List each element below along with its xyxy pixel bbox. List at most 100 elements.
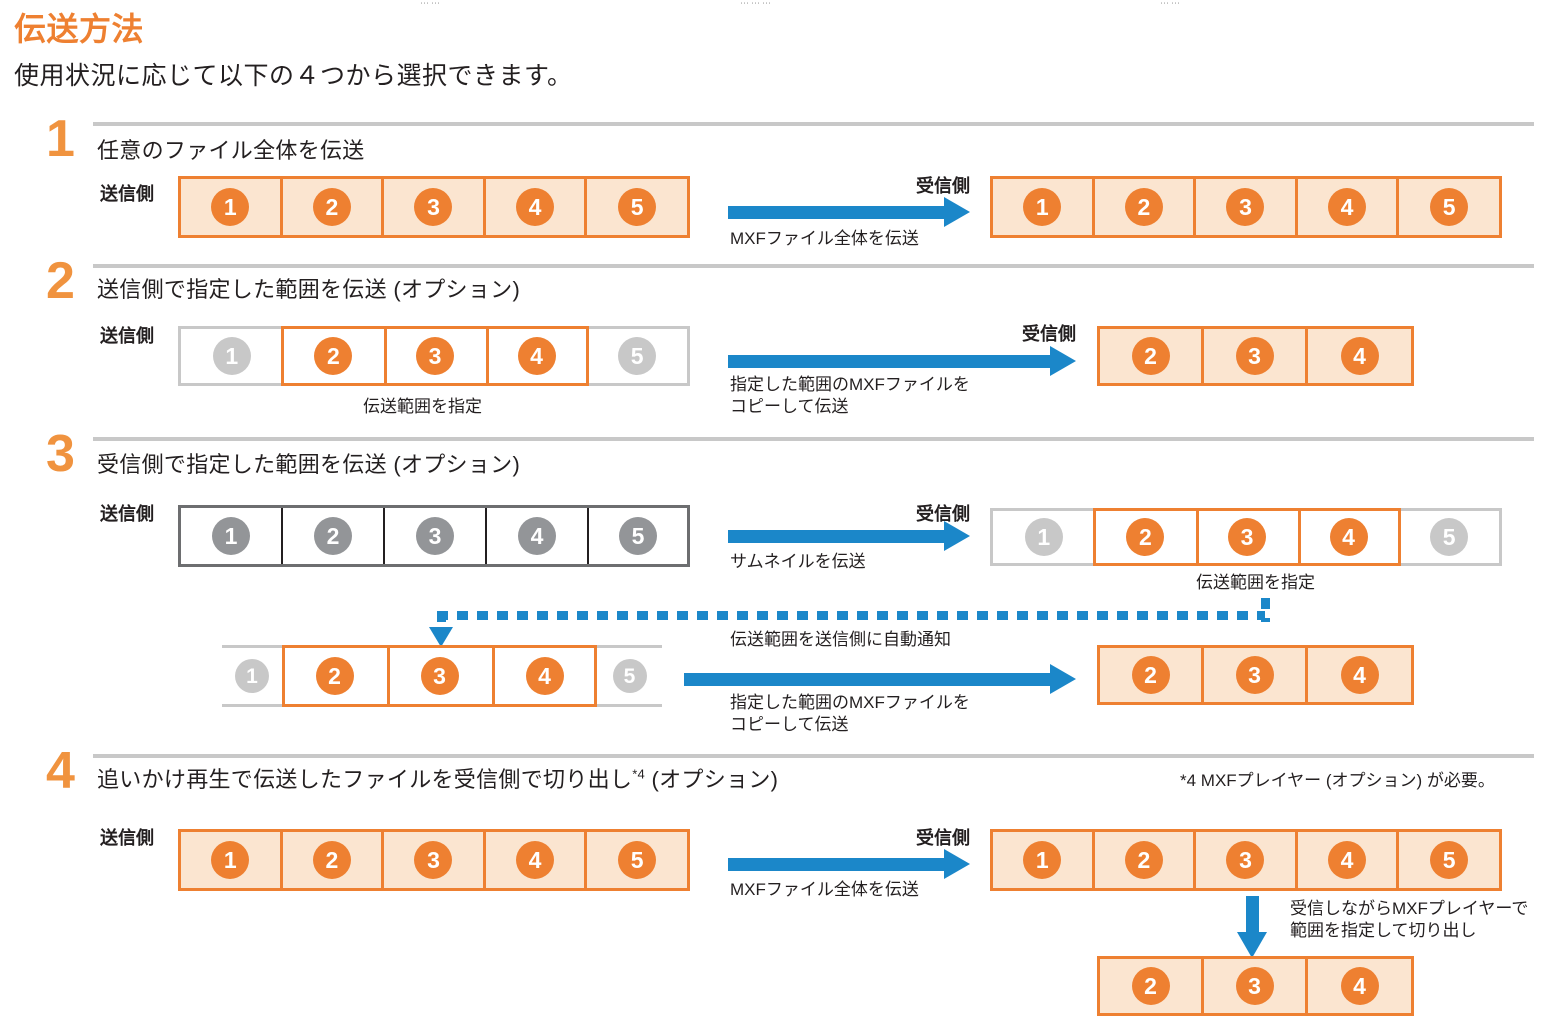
step-3-divider (93, 437, 1534, 441)
strip-cell: 1 (181, 179, 283, 235)
cell-badge: 3 (1235, 656, 1274, 694)
cell-badge: 1 (212, 517, 250, 555)
feedback-dotted-horizontal (437, 611, 1265, 620)
step-2-title: 送信側で指定した範囲を伝送 (オプション) (97, 277, 521, 302)
strip-cell: 1 (181, 508, 283, 564)
strip-cell: 4 (485, 832, 588, 888)
strip-cell: 1 (993, 832, 1095, 888)
cell-badge: 5 (618, 188, 657, 226)
strip-cell: 3 (1204, 329, 1308, 383)
strip-cell: 2 (1100, 959, 1204, 1013)
cell-badge: 4 (1328, 841, 1367, 879)
strip-cell: 5 (1399, 511, 1499, 563)
cell-badge: 4 (1340, 967, 1379, 1005)
strip-cell: 2 (283, 508, 385, 564)
cell-badge: 4 (1340, 337, 1379, 375)
strip-cell: 2 (1100, 648, 1204, 702)
step-3-arrow-caption: サムネイルを伝送 (730, 552, 866, 571)
step-3-sender-strip: 1 2 3 4 5 (178, 505, 690, 567)
strip-cell: 3 (1196, 179, 1298, 235)
strip-cell: 5 (1399, 832, 1499, 888)
step-1-divider (93, 122, 1534, 126)
cell-badge: 3 (1226, 841, 1265, 879)
cell-badge: 1 (1023, 188, 1062, 226)
strip-cell: 2 (1094, 832, 1197, 888)
step-4-divider (93, 754, 1534, 758)
strip-cell: 3 (1196, 832, 1298, 888)
cell-badge: 2 (1126, 518, 1165, 556)
cell-badge: 5 (1430, 188, 1469, 226)
step-3-receiver-strip: 1 2 3 4 5 (990, 508, 1502, 566)
cell-badge: 2 (312, 841, 351, 879)
cell-badge: 3 (414, 188, 453, 226)
strip-cell: 2 (282, 329, 385, 383)
strip-cell: 3 (384, 832, 486, 888)
step-3-row2-badge-3: 3 (387, 645, 492, 707)
strip-cell: 4 (487, 508, 589, 564)
step-3-notify-caption: 伝送範囲を送信側に自動通知 (730, 630, 951, 649)
cell-badge: 4 (1329, 518, 1368, 556)
step-2-receiver-strip: 2 3 4 (1097, 326, 1414, 386)
strip-cell: 3 (1204, 648, 1308, 702)
strip-cell: 1 (993, 179, 1095, 235)
step-1-receiver-label: 受信側 (916, 176, 970, 196)
cell-badge: 2 (314, 517, 352, 555)
step-2-sender-label: 送信側 (100, 326, 154, 346)
cell-badge: 4 (516, 841, 555, 879)
step-3-receiver-label: 受信側 (916, 504, 970, 524)
feedback-dotted-vertical-left (437, 611, 446, 631)
strip-cell: 5 (587, 832, 687, 888)
step-2-divider (93, 264, 1534, 268)
cell-badge: 5 (618, 337, 657, 375)
step-3-row2-badge-4: 4 (492, 645, 597, 707)
cell-badge: 3 (1227, 518, 1266, 556)
page-title: 伝送方法 (14, 11, 145, 47)
strip-cell: 1 (993, 511, 1095, 563)
cell-badge: 1 (211, 841, 250, 879)
strip-cell: 2 (282, 832, 385, 888)
step-2-number: 2 (46, 252, 75, 310)
cell-badge: 3 (1235, 337, 1274, 375)
cell-badge: 4 (525, 657, 564, 695)
strip-cell: 2 (1094, 179, 1197, 235)
strip-cell: 5 (1399, 179, 1499, 235)
cell-badge: 2 (1131, 967, 1170, 1005)
strip-cell: 5 (597, 648, 662, 704)
cell-badge: 3 (415, 337, 454, 375)
cell-badge: 2 (314, 337, 353, 375)
step-2-receiver-label: 受信側 (1022, 324, 1076, 344)
cell-badge: 2 (1124, 188, 1163, 226)
strip-cell: 4 (485, 179, 588, 235)
cell-badge: 4 (517, 337, 556, 375)
cell-badge: 3 (1235, 967, 1274, 1005)
strip-cell: 4 (1297, 179, 1400, 235)
strip-cell: 3 (384, 329, 486, 383)
cell-badge: 3 (414, 841, 453, 879)
step-1-number: 1 (46, 110, 75, 168)
feedback-dotted-vertical-right (1261, 598, 1270, 622)
step-3-sender-label: 送信側 (100, 504, 154, 524)
strip-cell: 4 (1297, 832, 1400, 888)
strip-cell: 1 (181, 329, 283, 383)
step-4-receiver-strip: 1 2 3 4 5 (990, 829, 1502, 891)
strip-cell: 1 (222, 648, 282, 704)
strip-cell: 4 (1308, 329, 1411, 383)
strip-cell: 4 (1297, 511, 1400, 563)
step-1-receiver-strip: 1 2 3 4 5 (990, 176, 1502, 238)
strip-cell: 4 (1308, 648, 1411, 702)
cropped-header-remnant-2: ⋯⋯⋯ (740, 0, 773, 8)
cell-badge: 2 (1131, 337, 1170, 375)
step-2-sender-strip: 1 2 3 4 5 (178, 326, 690, 386)
step-4-title-main: 追いかけ再生で伝送したファイルを受信側で切り出し (97, 767, 633, 792)
cell-badge: 5 (619, 517, 657, 555)
cell-badge: 4 (1340, 656, 1379, 694)
step-1-title: 任意のファイル全体を伝送 (97, 138, 365, 163)
strip-cell: 4 (1308, 959, 1411, 1013)
cell-badge: 5 (612, 659, 647, 693)
step-1-sender-label: 送信側 (100, 184, 154, 204)
cell-badge: 5 (618, 841, 657, 879)
cell-badge: 1 (1023, 841, 1062, 879)
strip-cell: 2 (1094, 511, 1197, 563)
cell-badge: 4 (516, 188, 555, 226)
step-3-row2-receiver-strip: 2 3 4 (1097, 645, 1414, 705)
